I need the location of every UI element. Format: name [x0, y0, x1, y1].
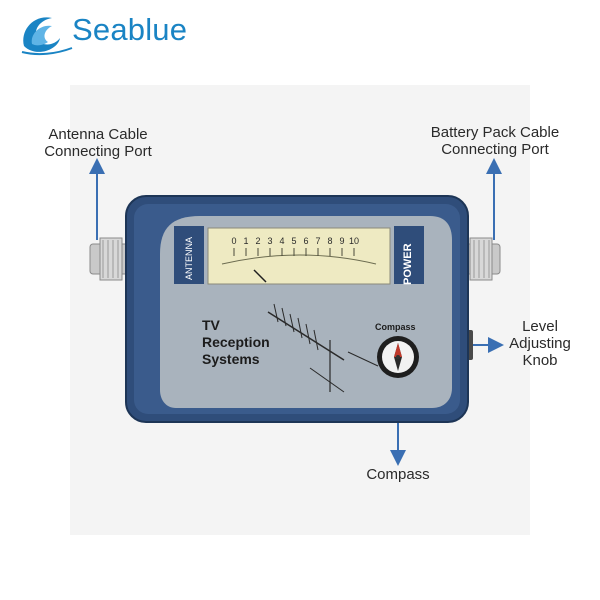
- product-title-line-3: Systems: [202, 351, 260, 367]
- wave-icon: [21, 17, 73, 56]
- meter-scale-0: 0: [231, 236, 236, 246]
- meter-scale-2: 2: [255, 236, 260, 246]
- meter-needle: [253, 269, 267, 283]
- antenna-port[interactable]: [89, 237, 131, 281]
- level-knob-label-text: Level Adjusting Knob: [509, 318, 571, 369]
- meter-scale-4: 4: [279, 236, 284, 246]
- product-title-line-1: TV: [202, 317, 221, 333]
- meter-scale-10: 10: [349, 236, 359, 246]
- level-knob-label: Level Adjusting Knob: [500, 318, 580, 369]
- antenna-port-label-text: Antenna Cable Connecting Port: [44, 126, 152, 160]
- antenna-port-label: Antenna Cable Connecting Port: [38, 126, 158, 160]
- signal-meter: [207, 227, 391, 285]
- meter-scale-3: 3: [267, 236, 272, 246]
- antenna-side-band: [174, 226, 204, 284]
- compass-dial: [377, 336, 419, 378]
- meter-scale-5: 5: [291, 236, 296, 246]
- compass-label: Compass: [350, 466, 446, 483]
- meter-scale-9: 9: [339, 236, 344, 246]
- battery-port-label-text: Battery Pack Cable Connecting Port: [430, 124, 560, 158]
- power-side-band: [394, 226, 424, 284]
- antenna-side-label: ANTENNA: [184, 237, 194, 280]
- brand-logo: Seablue: [18, 8, 187, 58]
- meter-scale-7: 7: [315, 236, 320, 246]
- meter-scale-8: 8: [327, 236, 332, 246]
- meter-scale-6: 6: [303, 236, 308, 246]
- battery-port-label: Battery Pack Cable Connecting Port: [410, 124, 580, 158]
- product-title-line-2: Reception: [202, 334, 270, 350]
- power-side-label: POWER: [402, 243, 414, 285]
- compass-label-text: Compass: [366, 466, 430, 483]
- battery-port[interactable]: [459, 237, 501, 281]
- antenna-illustration: [267, 303, 379, 393]
- brand-name: Seablue: [72, 12, 188, 47]
- compass-caption: Compass: [375, 322, 416, 332]
- meter-scale-1: 1: [243, 236, 248, 246]
